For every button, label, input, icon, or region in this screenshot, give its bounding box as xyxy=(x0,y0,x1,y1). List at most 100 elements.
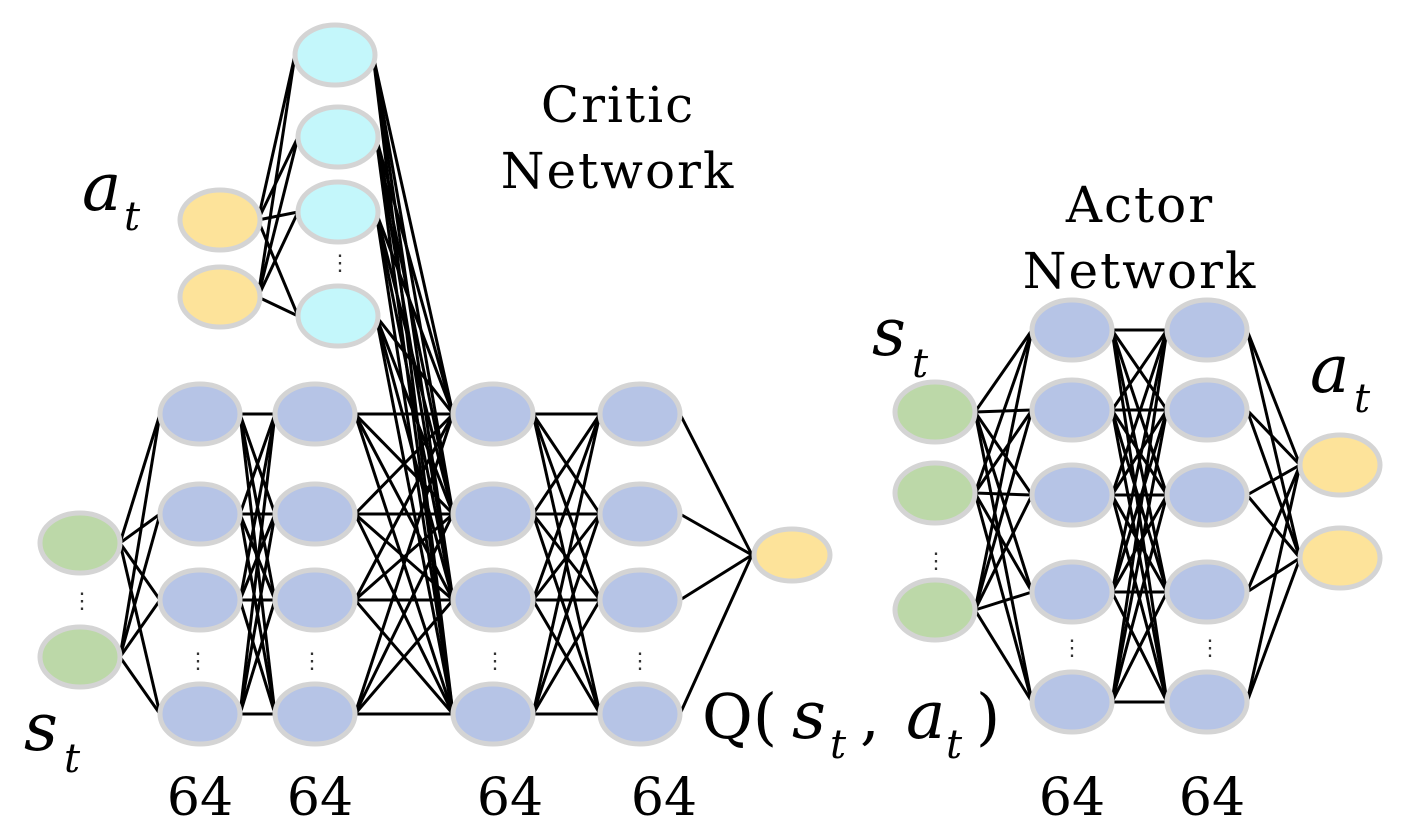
critic-hidden1-node-3 xyxy=(157,567,243,633)
edge xyxy=(973,494,1034,611)
critic-hidden4-node-3 xyxy=(597,567,683,633)
critic-hidden4-node-2 xyxy=(597,481,683,547)
actor-hidden2-node-3 xyxy=(1164,462,1250,528)
critic-hidden1-node-4 xyxy=(157,681,243,747)
critic-hidden2-ellipsis: ⋮ xyxy=(301,648,323,673)
edge xyxy=(118,656,162,715)
actor-action-output-node-1 xyxy=(1297,432,1383,498)
actor-layer2-size: 64 xyxy=(1179,768,1245,828)
edge xyxy=(256,219,300,317)
critic-action-input-node-2 xyxy=(177,264,263,330)
critic-action-hidden-node-3 xyxy=(295,179,381,245)
neuron-nodes xyxy=(37,22,1383,747)
edge xyxy=(531,599,602,715)
edge xyxy=(973,329,1034,611)
actor-action-subscript: t xyxy=(1354,376,1371,422)
edge xyxy=(256,136,300,298)
critic-hidden3-node-2 xyxy=(450,481,536,547)
actor-layer1-size: 64 xyxy=(1039,768,1105,828)
edge xyxy=(1110,591,1169,703)
edge xyxy=(118,542,162,601)
edge xyxy=(371,54,455,601)
critic-action-hidden-node-1 xyxy=(292,22,378,88)
actor-state-input-node-1 xyxy=(892,379,978,445)
actor-hidden2-node-4 xyxy=(1164,559,1250,625)
critic-title-line2: Network xyxy=(501,142,736,200)
critic-state-input-node-1 xyxy=(37,510,123,576)
svg-text:a: a xyxy=(906,677,945,754)
edge xyxy=(1245,329,1302,559)
edge xyxy=(973,409,1034,611)
critic-hidden1-ellipsis: ⋮ xyxy=(187,648,209,673)
edge xyxy=(374,136,455,515)
edge xyxy=(1110,329,1169,411)
edge xyxy=(1110,409,1169,593)
edge xyxy=(1245,408,1302,467)
edge xyxy=(374,211,455,415)
edge xyxy=(973,411,1034,703)
critic-hidden2-node-3 xyxy=(272,567,358,633)
critic-hidden3-ellipsis: ⋮ xyxy=(484,648,506,673)
edge xyxy=(374,136,455,415)
edge xyxy=(257,295,299,318)
edge xyxy=(238,413,277,715)
edge xyxy=(1245,409,1302,559)
edge xyxy=(1245,557,1302,703)
actor-action-output-node-2 xyxy=(1297,525,1383,591)
edge xyxy=(1110,409,1169,703)
edge xyxy=(118,599,162,658)
critic-hidden3-node-1 xyxy=(450,381,536,447)
edge xyxy=(531,413,602,715)
critic-hidden2-node-2 xyxy=(272,481,358,547)
actor-hidden1-node-1 xyxy=(1029,297,1115,363)
actor-hidden1-node-2 xyxy=(1029,377,1115,443)
edge xyxy=(679,553,753,602)
edge xyxy=(374,315,455,715)
edge xyxy=(1245,464,1302,703)
edge xyxy=(973,409,1034,494)
critic-hidden2-node-4 xyxy=(272,681,358,747)
edge xyxy=(238,599,277,715)
edge xyxy=(973,329,1034,494)
edge xyxy=(256,211,300,298)
actor-state-input-node-2 xyxy=(892,460,978,526)
critic-hidden4-node-4 xyxy=(597,681,683,747)
critic-hidden4-ellipsis: ⋮ xyxy=(629,648,651,673)
svg-text:,: , xyxy=(860,680,880,753)
critic-layer2-size: 64 xyxy=(287,768,353,828)
edge xyxy=(371,54,455,515)
actor-action-label: a xyxy=(1310,331,1349,408)
critic-state-subscript: t xyxy=(64,736,81,782)
critic-action-hidden-node-4 xyxy=(295,283,381,349)
edge xyxy=(256,136,300,221)
edge xyxy=(256,54,297,298)
edge xyxy=(1110,494,1169,703)
critic-action-input-node-1 xyxy=(177,187,263,253)
edge xyxy=(973,492,1034,703)
actor-state-ellipsis: ⋮ xyxy=(925,548,947,573)
critic-layer1-size: 64 xyxy=(167,768,233,828)
edge xyxy=(374,315,455,415)
critic-layer3-size: 64 xyxy=(477,768,543,828)
edge xyxy=(374,211,455,601)
actor-hidden2-ellipsis: ⋮ xyxy=(1199,635,1221,660)
edge xyxy=(371,54,455,415)
critic-title-line1: Critic xyxy=(541,76,695,134)
critic-hidden3-node-4 xyxy=(450,681,536,747)
edge xyxy=(238,513,277,715)
actor-hidden1-ellipsis: ⋮ xyxy=(1061,635,1083,660)
critic-q-output-node xyxy=(751,526,833,584)
edge xyxy=(118,413,162,658)
ellipsis-markers: ⋮⋮⋮⋮⋮⋮⋮⋮⋮ xyxy=(71,250,1221,673)
actor-hidden1-node-5 xyxy=(1029,669,1115,735)
actor-title-line1: Actor xyxy=(1065,176,1214,234)
edge xyxy=(1110,494,1169,593)
critic-action-hidden-ellipsis: ⋮ xyxy=(329,250,351,275)
edge xyxy=(974,491,1033,497)
critic-hidden2-node-1 xyxy=(272,381,358,447)
actor-title-line2: Network xyxy=(1023,242,1258,300)
actor-state-input-node-3 xyxy=(892,577,978,643)
edge xyxy=(973,329,1034,413)
q-value-label: Q( s t , a t ) xyxy=(702,677,1000,768)
